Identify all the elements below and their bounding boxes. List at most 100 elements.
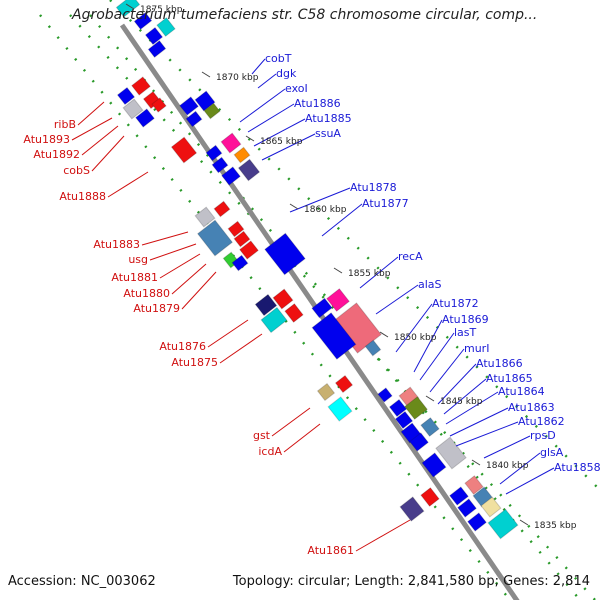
- gene-label-forward: Atu1865: [486, 372, 533, 385]
- gene-feature: [133, 12, 153, 30]
- tick-label: 1850 kbp: [394, 333, 437, 343]
- dotted-guide-2: [69, 14, 596, 601]
- kbp-ticks: 1875 kbp 1870 kbp 1865 kbp 1860 kbp 1855 kbp…: [125, 3, 577, 531]
- gene-feature: [480, 496, 502, 518]
- gene-feature: [144, 26, 164, 46]
- gene-label-forward: rpsD: [530, 429, 556, 442]
- gene-feature: [272, 288, 294, 310]
- tick-label: 1870 kbp: [216, 73, 259, 83]
- dotted-guide-1: [89, 14, 581, 601]
- reverse-leader: [219, 333, 263, 364]
- gene-label-reverse: Atu1879: [133, 302, 180, 315]
- tick-mark: [471, 459, 481, 466]
- forward-leader: [455, 421, 519, 447]
- reverse-leader: [159, 253, 201, 279]
- tick-label: 1865 kbp: [260, 137, 303, 147]
- reverse-leader: [91, 135, 125, 172]
- gene-label-forward: Atu1878: [350, 181, 397, 194]
- gene-label-forward: Atu1858: [554, 461, 600, 474]
- gene-feature: [284, 303, 304, 323]
- gene-feature: [194, 206, 216, 228]
- forward-leader: [437, 363, 477, 405]
- gene-feature: [213, 200, 231, 218]
- gene-feature: [194, 90, 216, 112]
- gene-label-forward: Atu1869: [442, 313, 489, 326]
- gene-feature: [467, 512, 487, 532]
- gene-feature: [254, 293, 278, 317]
- gene-feature: [239, 240, 259, 260]
- page-title: Agrobacterium tumefaciens str. C58 chrom…: [72, 7, 538, 23]
- gene-label-reverse: Atu1861: [307, 544, 354, 557]
- gene-label-forward: murI: [464, 342, 489, 355]
- gene-feature: [311, 312, 357, 360]
- gene-feature: [260, 306, 288, 334]
- gene-label-forward: recA: [398, 250, 423, 263]
- gene-feature: [131, 76, 151, 96]
- forward-leader: [375, 284, 419, 315]
- gene-feature: [179, 96, 199, 116]
- gene-feature: [156, 17, 176, 37]
- reverse-leader: [77, 101, 105, 126]
- reverse-leader: [355, 519, 411, 552]
- forward-leader: [321, 203, 363, 237]
- tick-mark: [201, 71, 211, 78]
- summary-text: Topology: circular; Length: 2,841,580 bp…: [232, 574, 590, 589]
- gene-feature: [420, 487, 440, 507]
- tick-label: 1845 kbp: [440, 397, 483, 407]
- gene-feature: [227, 220, 245, 238]
- gene-feature: [420, 417, 440, 437]
- gene-feature: [231, 254, 249, 272]
- gene-label-forward: Atu1866: [476, 357, 523, 370]
- gene-feature: [377, 387, 393, 403]
- tick-label: 1860 kbp: [304, 205, 347, 215]
- gene-feature: [233, 146, 251, 164]
- forward-leader: [253, 118, 306, 147]
- gene-feature: [316, 382, 336, 402]
- forward-leader: [239, 88, 286, 123]
- forward-leader: [505, 467, 555, 495]
- gene-feature: [151, 97, 167, 113]
- tick-label: 1875 kbp: [140, 5, 183, 15]
- gene-feature: [147, 40, 167, 58]
- forward-leader: [247, 103, 295, 133]
- gene-feature: [122, 98, 144, 120]
- gene-feature: [421, 452, 447, 478]
- gene-label-reverse: Atu1880: [123, 287, 170, 300]
- forward-leader: [359, 256, 399, 289]
- gene-feature: [399, 496, 425, 522]
- gene-label-reverse: icdA: [258, 445, 282, 458]
- reverse-leader: [283, 423, 321, 453]
- accession-text: Accession: NC_003062: [8, 574, 156, 589]
- tick-label: 1835 kbp: [534, 521, 577, 531]
- reverse-leader: [107, 171, 149, 198]
- gene-label-reverse: cobS: [63, 164, 90, 177]
- gene-labels: cobTdgkexoIAtu1886Atu1885ssuAAtu1878Atu1…: [23, 52, 600, 557]
- reverse-leader: [181, 271, 217, 310]
- gene-feature: [334, 374, 354, 394]
- gene-feature: [464, 475, 484, 495]
- gene-label-forward: cobT: [265, 52, 292, 65]
- gene-feature: [449, 486, 469, 506]
- gene-label-reverse: usg: [128, 253, 148, 266]
- tick-mark: [289, 203, 299, 210]
- forward-leader: [261, 133, 316, 161]
- tick-label: 1855 kbp: [348, 269, 391, 279]
- gene-feature: [170, 136, 198, 164]
- gene-feature: [116, 86, 136, 106]
- forward-leader: [429, 348, 465, 393]
- tick-mark: [333, 267, 343, 274]
- gene-feature: [135, 108, 155, 128]
- gene-label-forward: ssuA: [315, 127, 341, 140]
- gene-label-forward: Atu1886: [294, 97, 341, 110]
- tick-mark: [245, 135, 255, 142]
- gene-label-forward: Atu1864: [498, 385, 545, 398]
- gene-label-forward: Atu1885: [305, 112, 352, 125]
- gene-label-reverse: Atu1892: [33, 148, 80, 161]
- gene-feature: [203, 102, 221, 120]
- gene-label-reverse: Atu1875: [171, 356, 218, 369]
- gene-feature: [211, 156, 229, 174]
- reverse-leader: [71, 117, 113, 141]
- gene-label-forward: lasT: [454, 326, 477, 339]
- forward-leader: [257, 73, 277, 89]
